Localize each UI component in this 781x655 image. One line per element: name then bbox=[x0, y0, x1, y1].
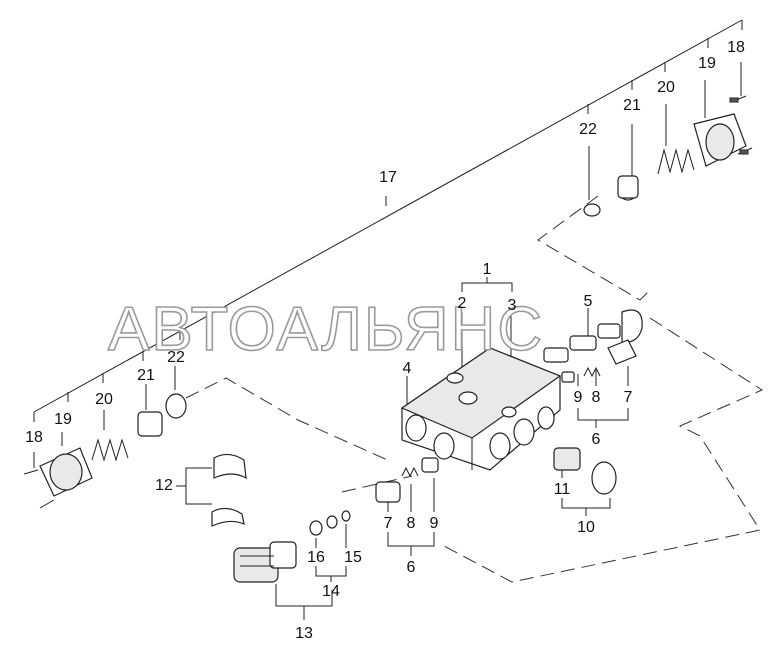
left-cover-assembly bbox=[23, 393, 187, 509]
label-12: 12 bbox=[155, 477, 173, 494]
label-6: 6 bbox=[407, 559, 416, 576]
top-right-cover-assembly bbox=[583, 95, 753, 217]
assembly-guide-lines bbox=[185, 195, 764, 583]
label-9: 9 bbox=[430, 515, 439, 532]
label-10: 10 bbox=[577, 519, 595, 536]
part-labels: 1 2 3 4 5 6 7 8 9 6 7 8 9 10 11 12 13 14… bbox=[25, 39, 745, 642]
label-4: 4 bbox=[403, 360, 412, 377]
label-20: 20 bbox=[95, 391, 113, 408]
leader-lines bbox=[33, 19, 743, 620]
label-14: 14 bbox=[322, 583, 340, 600]
plug-assembly bbox=[553, 447, 617, 495]
label-15: 15 bbox=[344, 549, 362, 566]
label-7: 7 bbox=[384, 515, 393, 532]
label-6: 6 bbox=[592, 431, 601, 448]
watermark: АВТОАЛЬЯНС bbox=[108, 295, 544, 364]
label-2: 2 bbox=[458, 295, 467, 312]
label-18: 18 bbox=[727, 39, 745, 56]
valve-body bbox=[400, 347, 562, 471]
cartridge-assembly bbox=[233, 510, 351, 583]
label-8: 8 bbox=[592, 389, 601, 406]
label-21: 21 bbox=[623, 97, 641, 114]
label-1: 1 bbox=[483, 261, 492, 278]
label-5: 5 bbox=[584, 293, 593, 310]
label-8: 8 bbox=[407, 515, 416, 532]
bottom-spool-parts bbox=[375, 457, 439, 503]
label-18: 18 bbox=[25, 429, 43, 446]
label-9: 9 bbox=[574, 389, 583, 406]
right-spool-parts bbox=[543, 309, 643, 383]
label-7: 7 bbox=[624, 389, 633, 406]
label-19: 19 bbox=[698, 55, 716, 72]
label-17: 17 bbox=[379, 169, 397, 186]
label-21: 21 bbox=[137, 367, 155, 384]
clip-parts bbox=[211, 453, 247, 527]
label-13: 13 bbox=[295, 625, 313, 642]
label-11: 11 bbox=[554, 481, 571, 498]
label-3: 3 bbox=[508, 297, 517, 314]
label-19: 19 bbox=[54, 411, 72, 428]
label-20: 20 bbox=[657, 79, 675, 96]
label-16: 16 bbox=[307, 549, 325, 566]
label-22: 22 bbox=[579, 121, 597, 138]
label-22: 22 bbox=[167, 349, 185, 366]
